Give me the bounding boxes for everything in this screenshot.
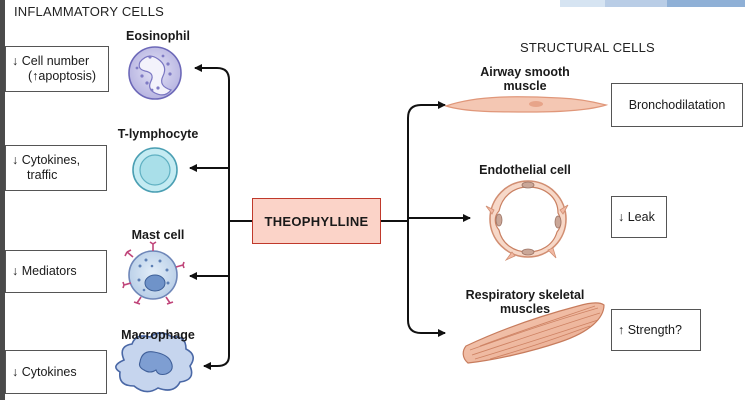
- t-lymphocyte-effect-line-2: traffic: [27, 168, 58, 182]
- macrophage-label: Macrophage: [121, 328, 195, 342]
- endothelial-effect-box: ↓ Leak: [611, 196, 667, 238]
- eosinophil-label: Eosinophil: [126, 29, 190, 43]
- airway-effect-box: Bronchodilatation: [611, 83, 743, 127]
- mast-cell-label: Mast cell: [131, 228, 185, 242]
- airway-smooth-muscle-label-line-1: Airway smooth: [480, 65, 570, 79]
- macrophage-icon: [115, 332, 194, 393]
- t-lymphocyte-icon: [132, 147, 178, 193]
- eosinophil-effect-line-1: ↓ Cell number: [12, 54, 90, 68]
- skeletal-muscle-effect-box: ↑ Strength?: [611, 309, 701, 351]
- skeletal-muscle-label: Respiratory skeletal muscles: [465, 288, 585, 317]
- top-band-dark: [667, 0, 745, 7]
- t-lymphocyte-effect-line-1: ↓ Cytokines,: [12, 153, 81, 167]
- airway-smooth-muscle-label-line-2: muscle: [503, 78, 547, 93]
- airway-smooth-muscle-label: Airway smooth muscle: [480, 65, 570, 94]
- structural-cells-header: STRUCTURAL CELLS: [520, 40, 655, 55]
- mast-cell-effect-line-1: ↓ Mediators: [12, 264, 77, 278]
- skeletal-muscle-label-line-2: muscles: [499, 301, 551, 316]
- left-edge-bar: [0, 0, 5, 400]
- eosinophil-effect-line-2: (↑apoptosis): [28, 69, 97, 83]
- skeletal-muscle-icon: [462, 302, 605, 364]
- airway-smooth-muscle-icon: [444, 96, 609, 113]
- eosinophil-effect-box: ↓ Cell number (↑apoptosis): [5, 46, 109, 92]
- eosinophil-icon: [128, 46, 182, 100]
- theophylline-box: THEOPHYLLINE: [252, 198, 381, 244]
- left-connectors: [189, 64, 252, 370]
- t-lymphocyte-label: T-lymphocyte: [117, 127, 199, 141]
- macrophage-effect-line-1: ↓ Cytokines: [12, 364, 77, 379]
- endothelial-cell-label: Endothelial cell: [479, 163, 571, 178]
- top-band-mid: [605, 0, 667, 7]
- mast-cell-effect-box: ↓ Mediators: [5, 250, 107, 293]
- endothelial-cell-icon: [485, 180, 569, 261]
- inflammatory-cells-header: INFLAMMATORY CELLS: [14, 4, 165, 19]
- top-band-light: [560, 0, 605, 7]
- endothelial-cell-label-line-1: Endothelial cell: [479, 163, 571, 177]
- right-connectors: [381, 101, 471, 337]
- skeletal-muscle-label-line-1: Respiratory skeletal: [465, 288, 585, 302]
- macrophage-effect-box: ↓ Cytokines: [5, 350, 107, 394]
- mast-cell-icon: [122, 241, 185, 305]
- t-lymphocyte-effect-box: ↓ Cytokines, traffic: [5, 145, 107, 191]
